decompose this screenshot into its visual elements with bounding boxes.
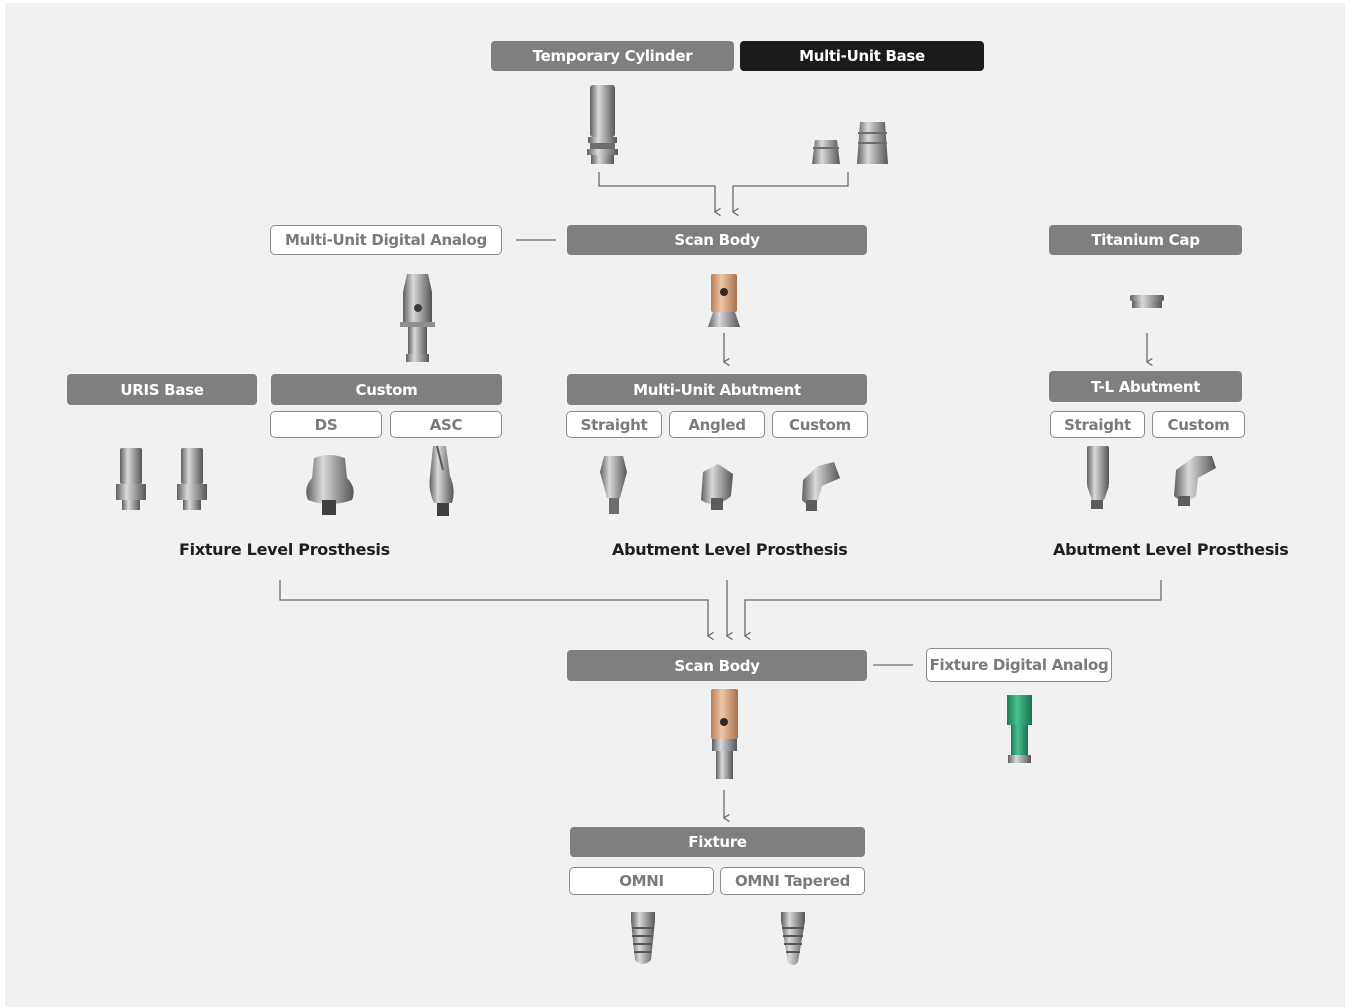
custom-label: Custom xyxy=(271,374,502,405)
fixture-digital-analog-label: Fixture Digital Analog xyxy=(926,648,1112,682)
fixture-level-caption: Fixture Level Prosthesis xyxy=(179,540,390,559)
omni-tapered-label: OMNI Tapered xyxy=(720,867,865,895)
mua-straight-image xyxy=(600,456,627,514)
mua-custom-image xyxy=(802,462,840,511)
omni-fixture-image xyxy=(631,912,655,964)
ds-abutment-image xyxy=(306,455,354,515)
multi-unit-base-image xyxy=(812,122,888,164)
fixture-scan-body-image xyxy=(711,689,738,779)
multi-unit-abutment-label: Multi-Unit Abutment xyxy=(567,374,867,405)
mua-angled-label: Angled xyxy=(669,411,765,438)
omni-tapered-fixture-image xyxy=(781,912,805,965)
fixture-digital-analog-image xyxy=(1007,695,1032,763)
mua-angled-image xyxy=(701,464,733,510)
scan-body-label: Scan Body xyxy=(567,225,867,255)
fixture-level-connector xyxy=(279,580,708,636)
temporary-cylinder-image xyxy=(587,85,618,164)
asc-abutment-image xyxy=(429,445,454,516)
tl-custom-image xyxy=(1174,456,1216,506)
tl-custom-label: Custom xyxy=(1152,411,1245,438)
multi-unit-base-label: Multi-Unit Base xyxy=(740,41,984,71)
titanium-cap-label: Titanium Cap xyxy=(1049,225,1242,255)
mua-straight-label: Straight xyxy=(566,411,662,438)
uris-base-image xyxy=(116,448,207,510)
asc-label: ASC xyxy=(390,411,502,438)
scan-body-image xyxy=(708,274,740,327)
multi-unit-digital-analog-label: Multi-Unit Digital Analog xyxy=(270,225,502,255)
tl-abutment-label: T-L Abutment xyxy=(1049,371,1242,402)
cylinder-to-scanbody-connector xyxy=(598,172,715,212)
temporary-cylinder-label: Temporary Cylinder xyxy=(491,41,734,71)
fixture-label: Fixture xyxy=(570,827,865,857)
tl-abutment-level-caption: Abutment Level Prosthesis xyxy=(1053,540,1289,559)
multi-unit-digital-analog-image xyxy=(400,274,435,362)
tl-straight-image xyxy=(1087,446,1109,509)
titanium-cap-image xyxy=(1130,295,1164,308)
mua-custom-label: Custom xyxy=(772,411,868,438)
mua-abutment-level-caption: Abutment Level Prosthesis xyxy=(612,540,848,559)
fixture-scan-body-label: Scan Body xyxy=(567,650,867,681)
omni-label: OMNI xyxy=(569,867,714,895)
uris-base-label: URIS Base xyxy=(67,374,257,405)
base-to-scanbody-connector xyxy=(733,172,849,212)
tl-level-connector xyxy=(745,580,1162,636)
tl-straight-label: Straight xyxy=(1050,411,1145,438)
ds-label: DS xyxy=(270,411,382,438)
